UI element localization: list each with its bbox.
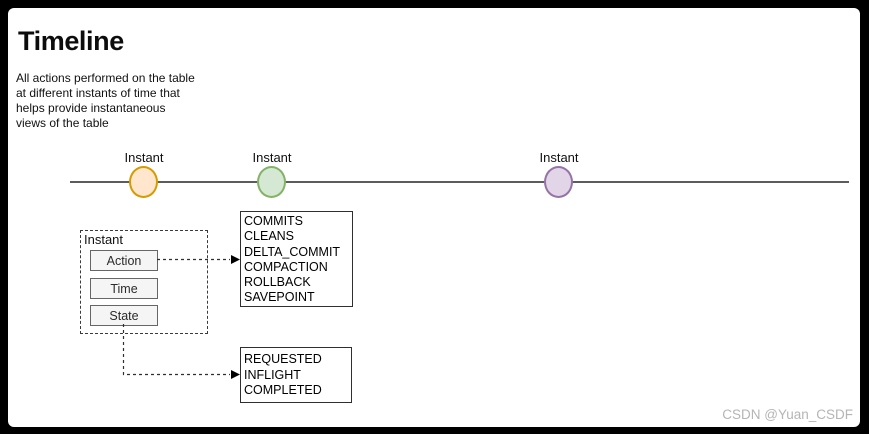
action-type-item: SAVEPOINT (244, 290, 315, 305)
state-types-box: REQUESTED INFLIGHT COMPLETED (240, 347, 352, 403)
description-line: views of the table (16, 116, 109, 130)
field-action: Action (90, 250, 158, 271)
state-type-item: COMPLETED (244, 383, 322, 397)
description-line: at different instants of time that (16, 86, 180, 100)
instant-label-1: Instant (124, 150, 164, 165)
field-state: State (90, 305, 158, 326)
action-type-item: COMMITS (244, 214, 304, 228)
field-time: Time (90, 278, 158, 299)
instant-circle-1 (129, 166, 158, 198)
action-type-item: CLEANS (244, 229, 295, 244)
description: All actions performed on the table at di… (16, 71, 195, 131)
action-type-item: COMPACTION (244, 259, 328, 274)
action-type-item: DELTA_COMMIT (244, 244, 341, 259)
instant-label-3: Instant (539, 150, 579, 165)
action-types-box: COMMITS CLEANS DELTA_COMMIT COMPACTION R… (240, 211, 353, 307)
state-type-item: INFLIGHT (244, 367, 301, 382)
instant-label-2: Instant (252, 150, 292, 165)
action-type-item: ROLLBACK (244, 275, 311, 290)
instant-circle-2 (257, 166, 286, 198)
description-line: helps provide instantaneous (16, 101, 166, 115)
instant-circle-3 (544, 166, 573, 198)
page-title: Timeline (18, 26, 124, 56)
description-line: All actions performed on the table (16, 71, 195, 85)
watermark: CSDN @Yuan_CSDF (722, 407, 853, 422)
instant-detail-title: Instant (84, 232, 124, 247)
timeline-line (70, 181, 849, 183)
state-type-item: REQUESTED (244, 352, 322, 366)
